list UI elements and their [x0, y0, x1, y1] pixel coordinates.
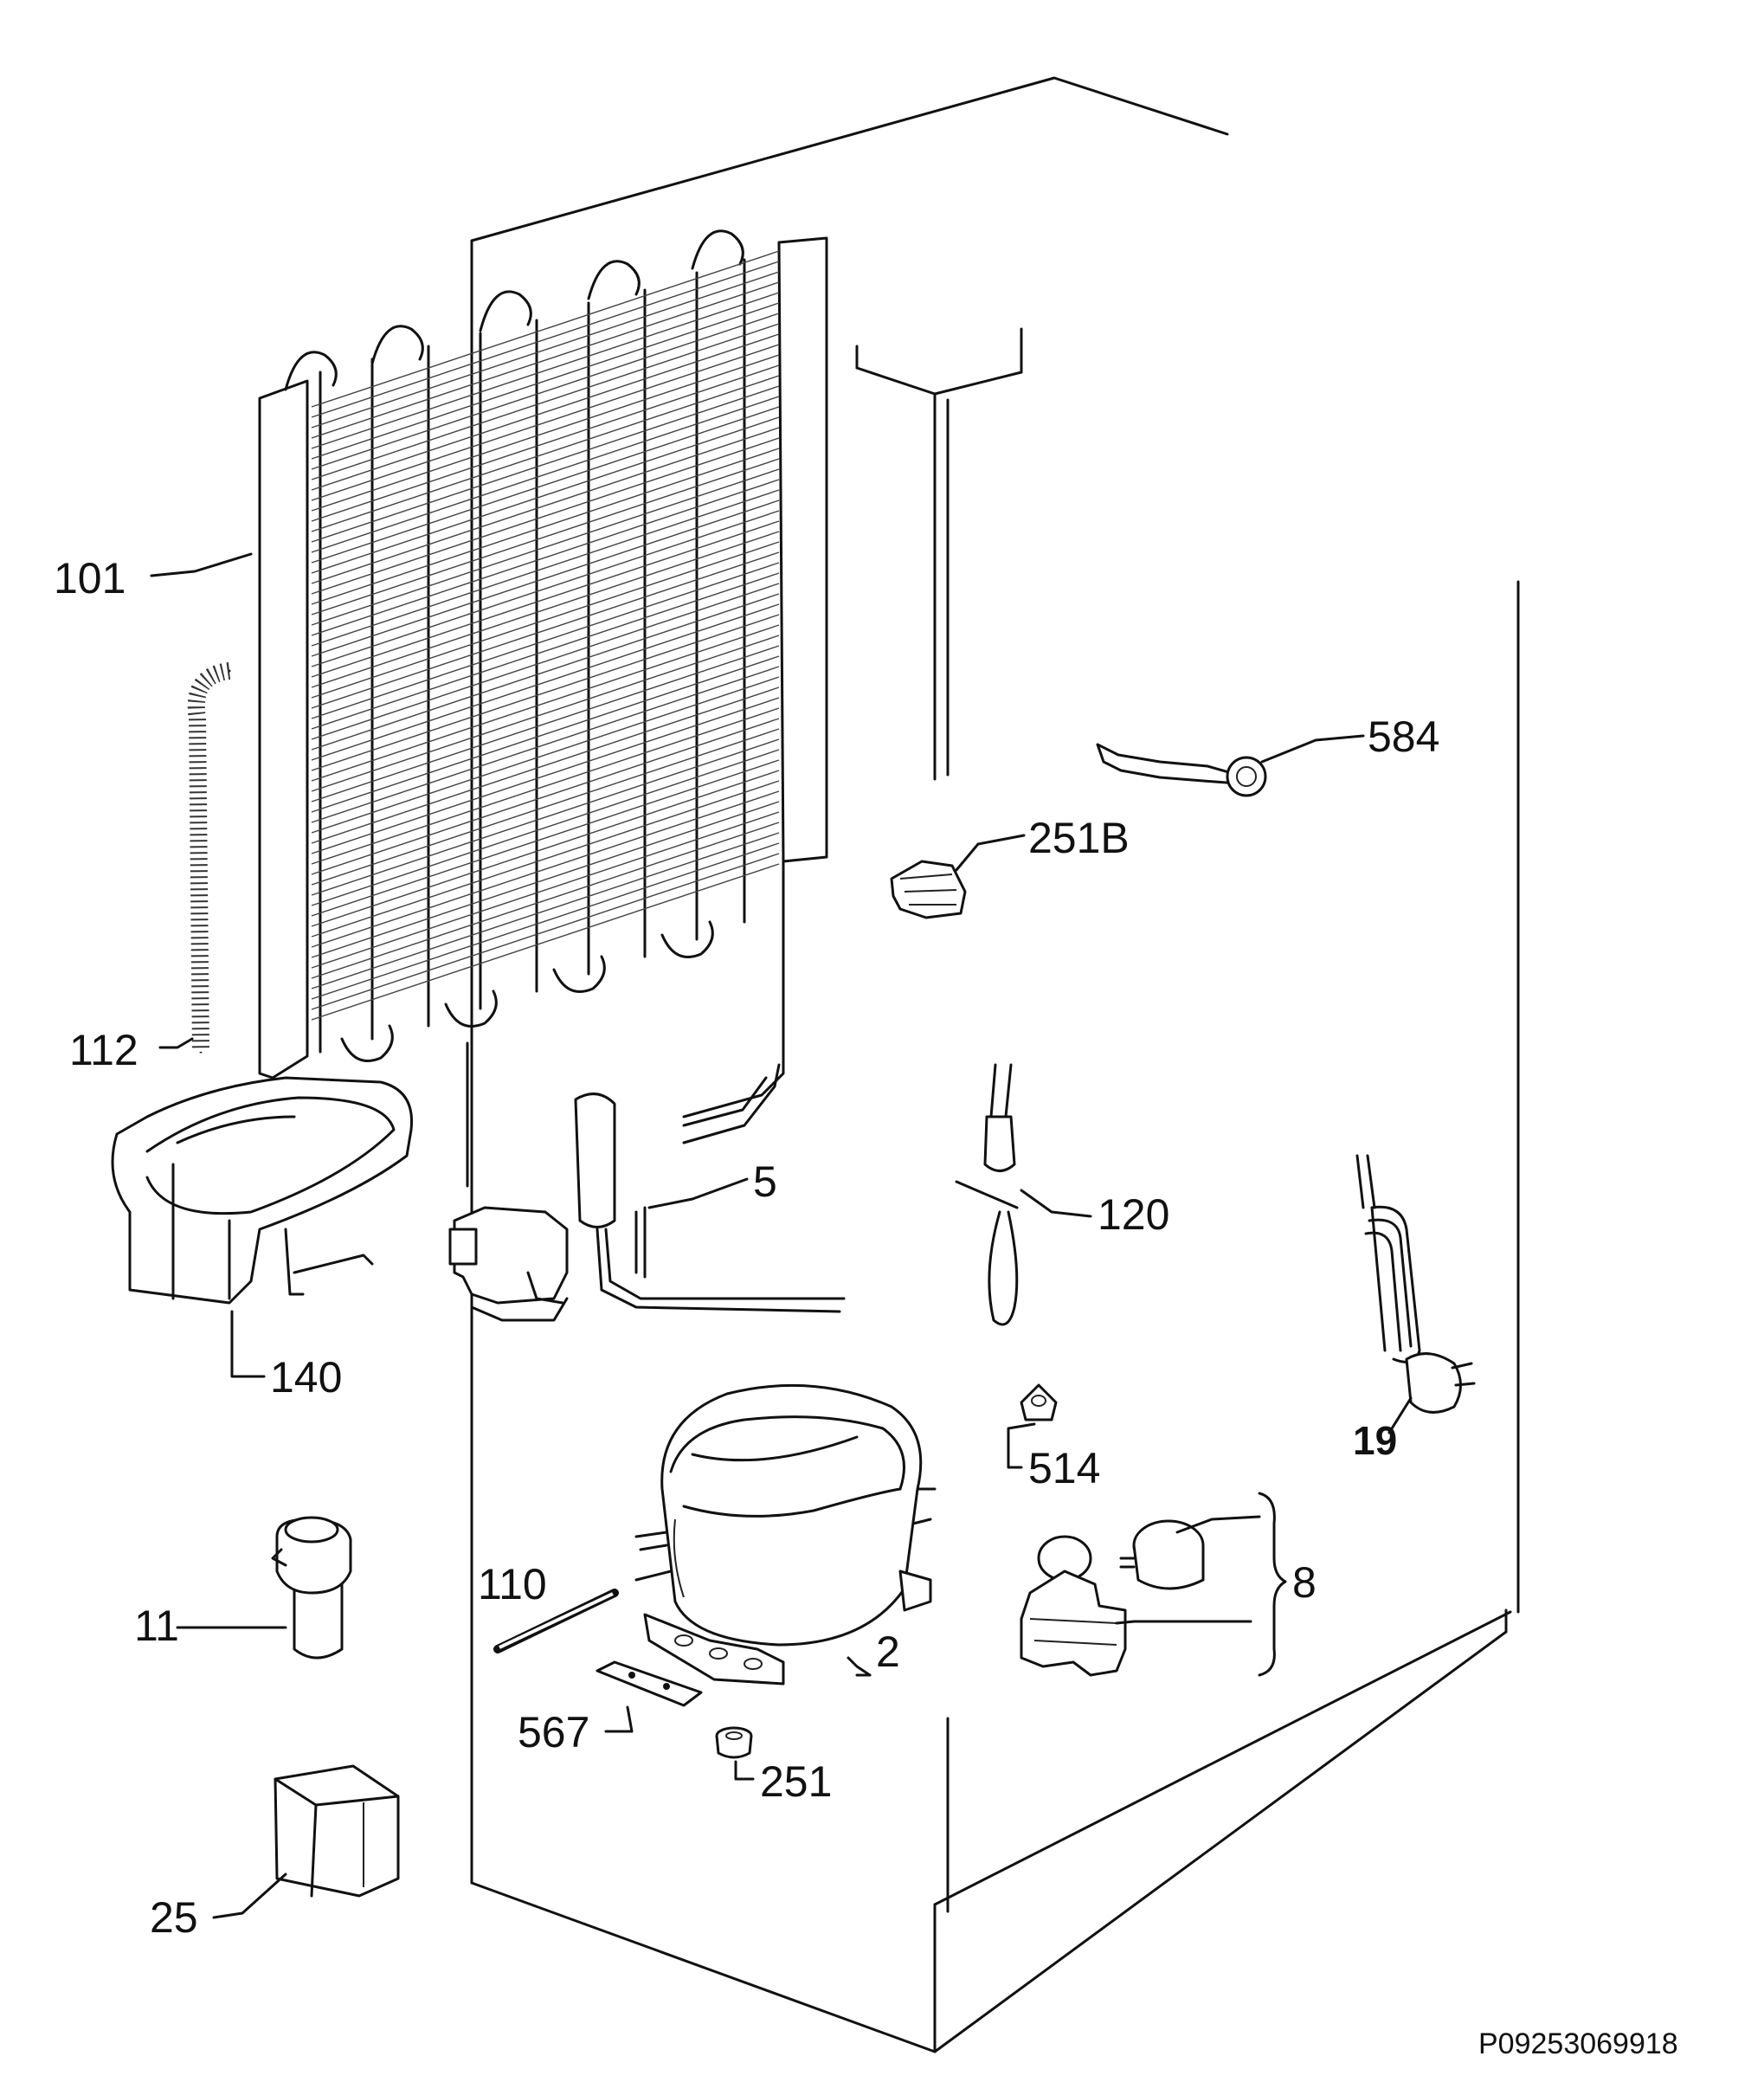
- label-584: 584: [1368, 712, 1439, 761]
- valve-part-5: [448, 1063, 846, 1322]
- label-112: 112: [69, 1026, 138, 1074]
- label-110: 110: [478, 1560, 547, 1608]
- label-140: 140: [270, 1353, 342, 1402]
- clip-part-584: [1096, 743, 1267, 797]
- compressor-part-2: [634, 1383, 937, 1686]
- box-part-25: [274, 1764, 400, 1898]
- label-101: 101: [54, 554, 126, 603]
- part-labels: 101 112 140 11 25 5 120 584 251B 19 514 …: [54, 554, 1678, 2060]
- evaporation-tray-part-140: [111, 1076, 414, 1305]
- label-120: 120: [1098, 1190, 1169, 1239]
- label-8: 8: [1292, 1558, 1317, 1607]
- sensor-part-120: [955, 1063, 1019, 1326]
- label-514: 514: [1028, 1444, 1100, 1492]
- capacitor-part-11: [271, 1516, 352, 1660]
- condenser-part-101: [258, 229, 828, 1188]
- label-2: 2: [876, 1628, 900, 1676]
- relay-part-8: [1020, 1519, 1205, 1677]
- label-5: 5: [753, 1157, 777, 1206]
- label-567: 567: [518, 1708, 589, 1756]
- pin-part-110: [493, 1589, 619, 1653]
- clamp-part-251B: [890, 860, 967, 919]
- label-11: 11: [134, 1602, 179, 1650]
- rubber-foot-part-251: [715, 1726, 753, 1759]
- power-cord-part-19: [1355, 1154, 1476, 1414]
- label-25: 25: [150, 1893, 198, 1942]
- document-code: P09253069918: [1478, 2027, 1678, 2060]
- label-251B: 251B: [1028, 814, 1130, 862]
- drain-hose-part-112: [187, 662, 231, 1054]
- leader-lines: [150, 552, 1413, 1919]
- grommet-part-514: [1020, 1383, 1058, 1421]
- label-19: 19: [1353, 1418, 1397, 1463]
- label-251: 251: [760, 1757, 832, 1806]
- cabinet-outline: [470, 76, 1520, 2053]
- bracket-part-567: [596, 1660, 703, 1707]
